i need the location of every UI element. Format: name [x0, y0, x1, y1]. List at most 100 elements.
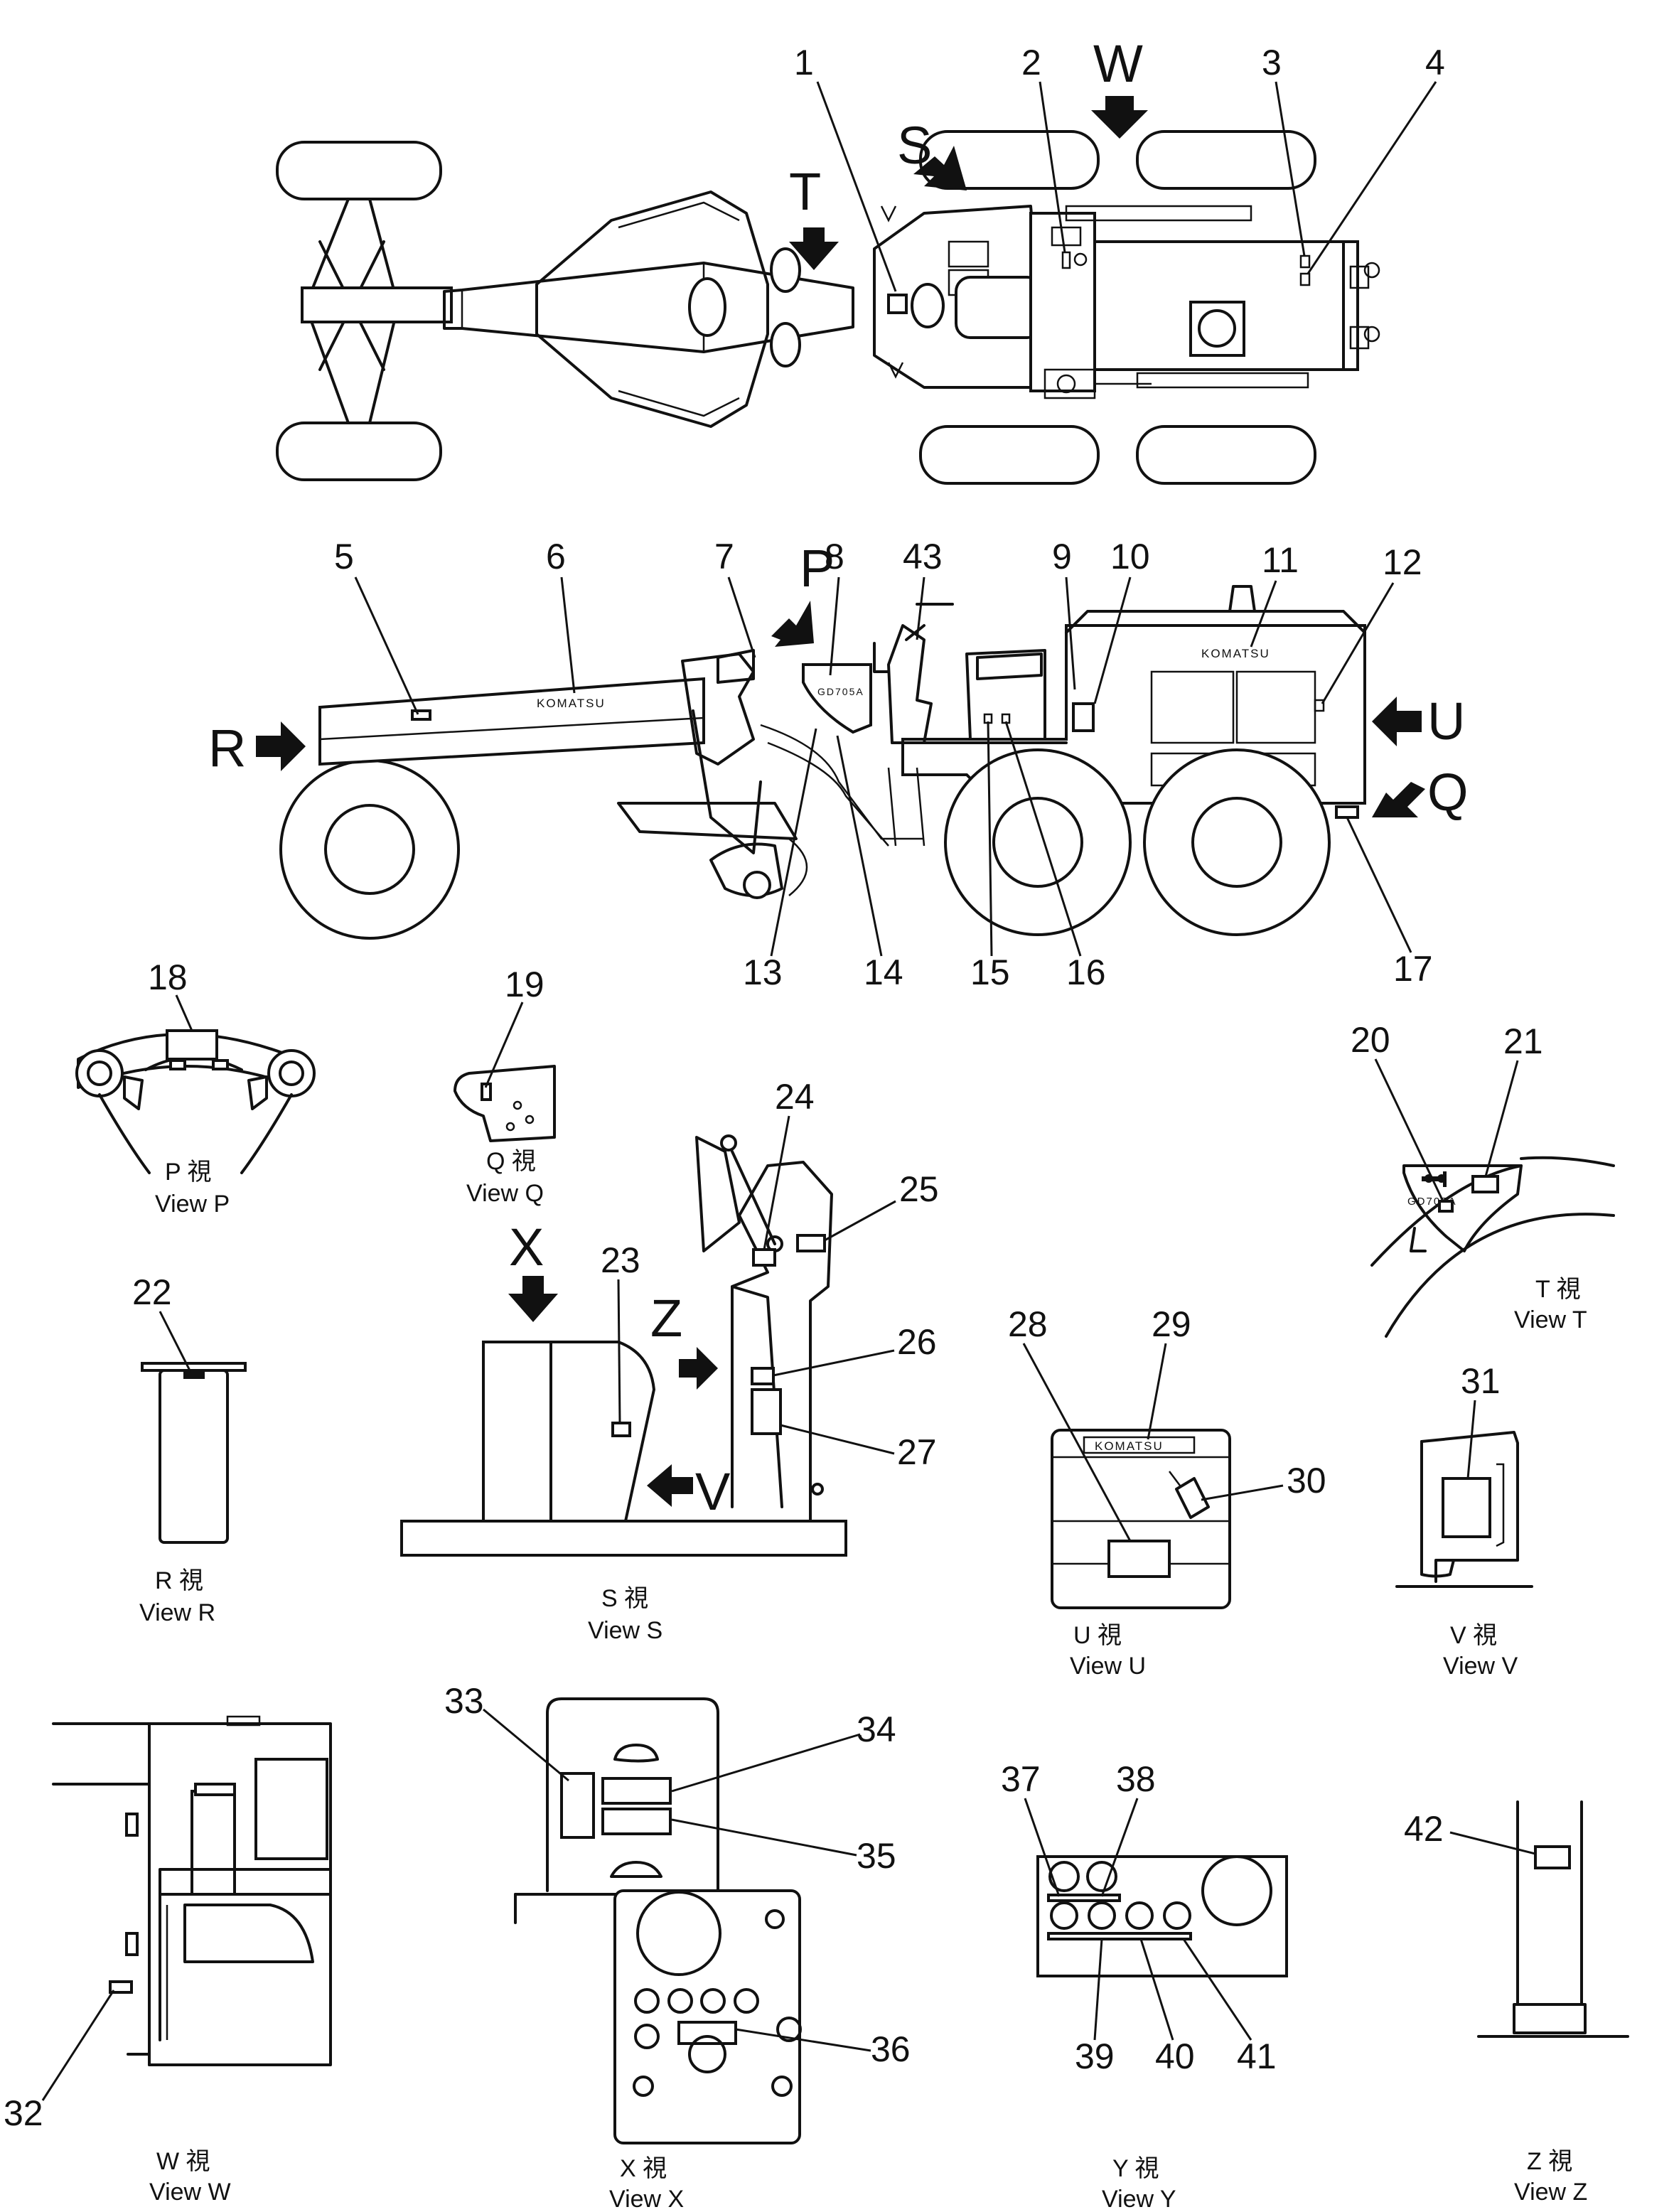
view-t-jp: T 視: [1535, 1276, 1581, 1303]
view-arrow-z-label: Z: [650, 1289, 682, 1348]
callout-5: 5: [334, 537, 354, 576]
top-callouts: 1 2 3 4: [794, 43, 1445, 292]
bracket-model-label: GD705A: [817, 686, 864, 697]
view-r-en: View R: [139, 1599, 215, 1626]
callout-42: 42: [1404, 1809, 1444, 1849]
view-t-en: View T: [1514, 1306, 1587, 1333]
view-arrow-p: [771, 601, 814, 647]
view-z: 42 Z 視 View Z: [1404, 1800, 1629, 2206]
view-x-jp: X 視: [620, 2155, 667, 2182]
view-y-en: View Y: [1102, 2186, 1176, 2212]
view-p: 18 P 視 View P: [75, 957, 316, 1218]
view-x-en: View X: [609, 2186, 684, 2212]
side-callouts: 5 6 7 8 43 9 10 11 12 13 14 15 16 17: [334, 537, 1433, 992]
callout-20: 20: [1351, 1020, 1390, 1060]
callout-10: 10: [1110, 537, 1150, 576]
callout-1: 1: [794, 43, 814, 82]
callout-35: 35: [857, 1836, 896, 1876]
side-view-arrows: P R U Q: [208, 539, 1469, 822]
view-arrow-u: [1372, 697, 1422, 746]
callout-31: 31: [1461, 1361, 1501, 1401]
view-v: 31 V 視 View V: [1395, 1361, 1533, 1680]
callout-27: 27: [897, 1432, 937, 1472]
view-arrow-s: [913, 146, 967, 190]
callout-13: 13: [743, 952, 783, 992]
callout-6: 6: [546, 537, 566, 576]
view-arrow-z: [679, 1347, 718, 1390]
callout-11: 11: [1262, 540, 1299, 580]
view-w-jp: W 視: [156, 2148, 210, 2175]
callout-40: 40: [1155, 2036, 1195, 2076]
callout-7: 7: [714, 537, 734, 576]
view-r-jp: R 視: [155, 1567, 203, 1594]
view-y-jp: Y 視: [1112, 2155, 1159, 2182]
view-y: 37 38 39 40 41 Y 視 View Y: [1001, 1759, 1288, 2212]
callout-4: 4: [1425, 43, 1445, 82]
view-arrow-t-label: T: [789, 162, 821, 221]
frame-komatsu-label: KOMATSU: [537, 697, 606, 710]
view-p-jp: P 視: [165, 1159, 212, 1186]
callout-8: 8: [825, 537, 844, 576]
view-arrow-r: [256, 721, 306, 771]
callout-28: 28: [1008, 1304, 1048, 1344]
view-u-komatsu-label: KOMATSU: [1095, 1439, 1164, 1453]
callout-21: 21: [1503, 1021, 1543, 1061]
view-arrow-w: [1091, 96, 1148, 139]
callout-2: 2: [1021, 43, 1041, 82]
view-s-en: View S: [588, 1617, 662, 1644]
callout-30: 30: [1287, 1461, 1326, 1500]
callout-24: 24: [775, 1077, 815, 1117]
view-v-jp: V 視: [1450, 1622, 1497, 1649]
callout-39: 39: [1075, 2036, 1115, 2076]
view-q: 19 Q 視 View Q: [454, 965, 556, 1207]
callout-22: 22: [132, 1272, 172, 1312]
view-arrow-x-label: X: [509, 1218, 544, 1277]
view-arrow-q-label: Q: [1427, 763, 1469, 822]
view-arrow-t: [789, 227, 839, 270]
callout-18: 18: [148, 957, 188, 997]
callout-34: 34: [857, 1709, 896, 1749]
callout-36: 36: [871, 2029, 911, 2069]
callout-19: 19: [505, 965, 544, 1004]
callout-25: 25: [899, 1169, 939, 1209]
view-arrow-x: [508, 1276, 558, 1322]
callout-37: 37: [1001, 1759, 1041, 1799]
top-view-arrows: W S T: [789, 34, 1148, 270]
view-arrow-s-label: S: [897, 116, 932, 175]
callout-33: 33: [444, 1681, 484, 1721]
view-arrow-q: [1372, 782, 1425, 817]
view-z-en: View Z: [1514, 2179, 1587, 2206]
view-w: 32 W 視 View W: [4, 1715, 332, 2206]
callout-9: 9: [1052, 537, 1072, 576]
view-w-en: View W: [149, 2179, 231, 2206]
view-v-en: View V: [1443, 1653, 1518, 1680]
view-x: 33 34 35 36 X 視 View X: [444, 1681, 911, 2212]
hood-komatsu-label: KOMATSU: [1201, 647, 1270, 660]
callout-29: 29: [1152, 1304, 1191, 1344]
view-p-en: View P: [155, 1191, 230, 1218]
callout-17: 17: [1393, 949, 1433, 989]
view-arrow-v: [647, 1464, 693, 1507]
top-plan-view: [276, 130, 1380, 485]
view-u-en: View U: [1070, 1653, 1146, 1680]
callout-15: 15: [970, 952, 1010, 992]
callout-26: 26: [897, 1322, 937, 1362]
view-s: X Z V 23 24 25 26 27 S 視 View S: [400, 1077, 939, 1644]
callout-3: 3: [1262, 43, 1282, 82]
callout-16: 16: [1066, 952, 1106, 992]
callout-32: 32: [4, 2093, 43, 2133]
view-q-en: View Q: [466, 1180, 544, 1207]
view-s-jp: S 視: [601, 1585, 648, 1612]
callout-43: 43: [903, 537, 943, 576]
view-arrow-v-label: V: [695, 1462, 731, 1521]
callout-12: 12: [1383, 542, 1422, 582]
callout-14: 14: [864, 952, 903, 992]
view-u-jp: U 視: [1073, 1622, 1122, 1649]
view-arrow-w-label: W: [1093, 34, 1143, 93]
view-u: KOMATSU 28 29 30 U 視 View U: [1008, 1304, 1326, 1680]
view-z-jp: Z 視: [1527, 2148, 1572, 2175]
view-r: 22 R 視 View R: [132, 1272, 247, 1626]
callout-41: 41: [1237, 2036, 1277, 2076]
